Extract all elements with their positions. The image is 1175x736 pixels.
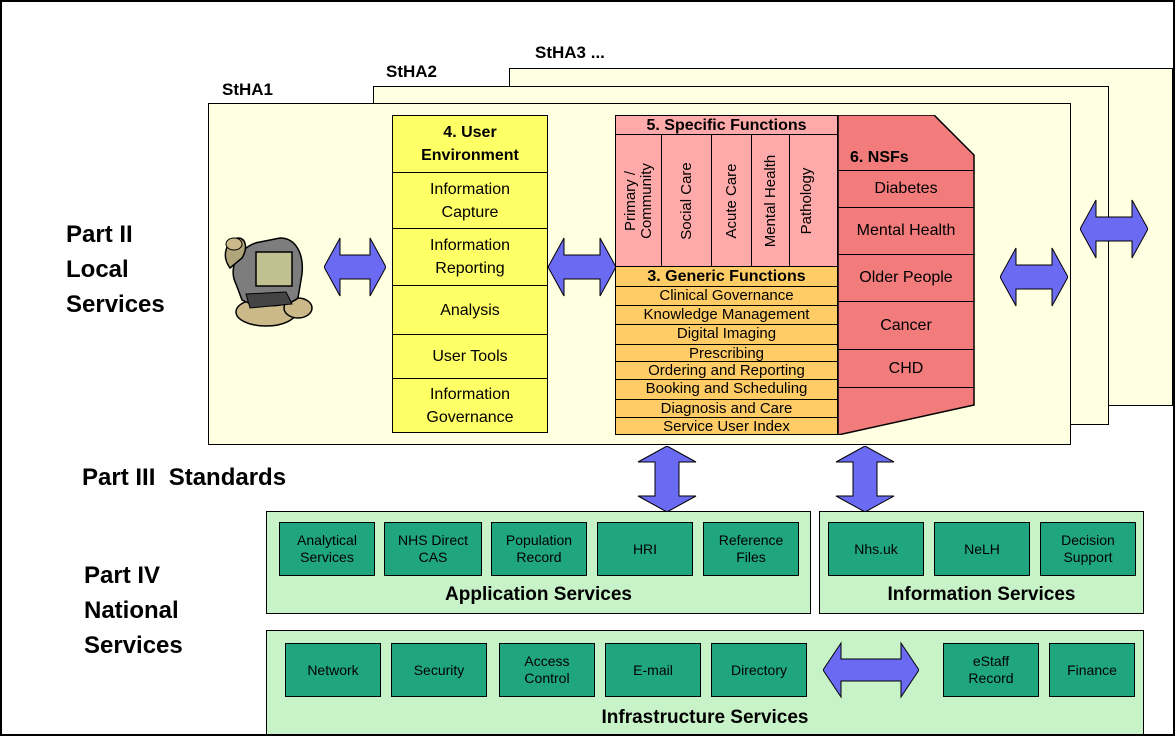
nsf-background (837, 115, 975, 435)
double-arrow-icon (1080, 199, 1148, 259)
generic-functions: 3. Generic Functions Clinical Governance… (616, 266, 837, 435)
generic-function-row: Booking and Scheduling (616, 379, 837, 399)
generic-function-row: Prescribing (616, 344, 837, 362)
generic-function-row: Service User Index (616, 417, 837, 435)
nsf-item: Cancer (838, 302, 974, 350)
application-service-box: Analytical Services (279, 522, 375, 576)
part-ii-local-services-heading: Part II Local Services (66, 221, 165, 318)
information-service-box: NeLH (934, 522, 1030, 576)
stha3-label: StHA3 ... (535, 43, 605, 62)
user-environment-item: Analysis (392, 285, 548, 335)
nsf-item: CHD (838, 350, 974, 388)
double-arrow-icon (1000, 247, 1068, 307)
infrastructure-service-box: Finance (1049, 643, 1135, 697)
specific-functions-columns: Primary / Community Social Care Acute Ca… (616, 135, 837, 266)
stha1-label: StHA1 (222, 80, 274, 99)
information-service-box: Decision Support (1040, 522, 1136, 576)
specific-functions-title: 5. Specific Functions (616, 116, 837, 135)
computer-user-icon (224, 237, 313, 327)
generic-function-row: Diagnosis and Care (616, 399, 837, 417)
generic-function-row: Knowledge Management (616, 305, 837, 324)
information-services-panel: Nhs.uk NeLH Decision Support Information… (819, 511, 1144, 614)
generic-functions-title: 3. Generic Functions (616, 266, 837, 286)
part-iv-national-services-heading: Part IV National Services (84, 562, 183, 659)
infrastructure-services-panel: Network Security Access Control E-mail D… (266, 630, 1144, 734)
generic-function-row: Clinical Governance (616, 286, 837, 305)
generic-function-row: Ordering and Reporting (616, 361, 837, 379)
double-arrow-icon (324, 237, 386, 297)
infrastructure-service-box: E-mail (605, 643, 701, 697)
infrastructure-service-box: eStaff Record (943, 643, 1039, 697)
application-services-title: Application Services (445, 584, 632, 605)
application-service-box: NHS Direct CAS (384, 522, 482, 576)
double-arrow-icon (823, 641, 919, 699)
user-environment-item: Information Reporting (392, 228, 548, 286)
infrastructure-service-box: Network (285, 643, 381, 697)
application-service-box: Reference Files (703, 522, 799, 576)
specific-function-col: Social Care (662, 135, 712, 266)
nsf-column: 6. NSFs Diabetes Mental Health Older Peo… (838, 115, 974, 435)
specific-function-col: Acute Care (712, 135, 752, 266)
infrastructure-services-title: Infrastructure Services (601, 707, 809, 728)
double-arrow-icon (548, 237, 616, 297)
user-environment-item: Information Capture (392, 172, 548, 229)
information-service-box: Nhs.uk (828, 522, 924, 576)
specific-function-label: Primary / Community (621, 162, 655, 239)
infrastructure-service-box: Security (391, 643, 487, 697)
user-environment-column: 4. User Environment Information Capture … (392, 115, 548, 433)
specific-function-label: Mental Health (761, 154, 779, 247)
vertical-double-arrow-icon (637, 446, 697, 512)
part-iii-standards-heading: Part III Standards (82, 464, 287, 491)
nsf-item: Older People (838, 255, 974, 302)
specific-function-label: Pathology (798, 167, 815, 234)
nsf-item: Diabetes (838, 170, 974, 208)
vertical-double-arrow-icon (835, 446, 895, 512)
infrastructure-service-box: Access Control (499, 643, 595, 697)
user-environment-title: 4. User Environment (392, 115, 548, 173)
user-environment-item: Information Governance (392, 378, 548, 433)
information-services-title: Information Services (887, 584, 1076, 605)
specific-function-col: Primary / Community (616, 135, 662, 266)
infrastructure-service-box: Directory (711, 643, 807, 697)
nsf-title: 6. NSFs (850, 149, 909, 166)
stha2-label: StHA2 (386, 62, 438, 81)
application-services-panel: Analytical Services NHS Direct CAS Popul… (266, 511, 811, 614)
generic-function-row: Digital Imaging (616, 324, 837, 344)
specific-function-label: Acute Care (722, 162, 740, 239)
specific-function-col: Mental Health (752, 135, 790, 266)
functions-block: 5. Specific Functions Primary / Communit… (615, 115, 838, 435)
user-environment-item: User Tools (392, 334, 548, 379)
application-service-box: Population Record (491, 522, 587, 576)
specific-function-label: Social Care (677, 161, 695, 240)
nsf-item: Mental Health (838, 208, 974, 255)
application-service-box: HRI (597, 522, 693, 576)
specific-function-col: Pathology (790, 135, 824, 266)
